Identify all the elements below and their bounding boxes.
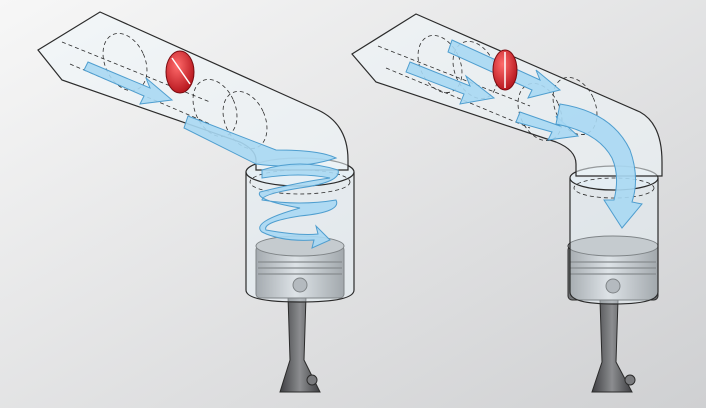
air-flow-upper-arrow: [83, 61, 174, 105]
panel-right-tumble: [351, 13, 663, 393]
air-flow-lower-stream: [183, 115, 338, 167]
throttle-flap-left: [165, 50, 195, 94]
panel-left-swirl: [37, 11, 355, 393]
air-flow-tumble-stream: [555, 103, 643, 229]
air-flow-swirl-helix: [258, 163, 339, 249]
cylinder: [569, 165, 659, 305]
piston: [567, 235, 659, 301]
air-flow-upper-left-arrow: [405, 61, 496, 105]
throttle-flap-right: [492, 49, 518, 91]
air-flow-swirl: [83, 61, 339, 249]
